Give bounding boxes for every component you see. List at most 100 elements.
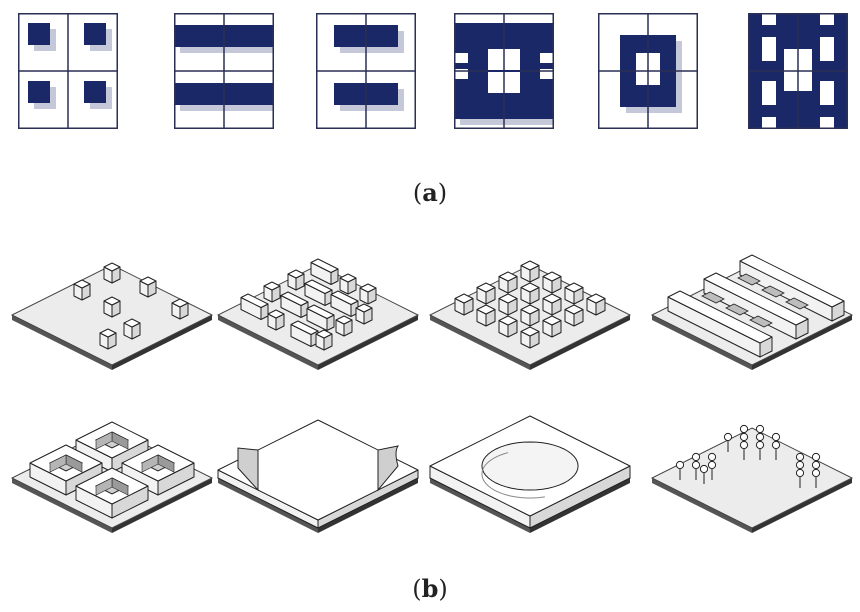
block-face-top [520, 260, 540, 271]
ground-plane [650, 427, 854, 529]
block-face-top [476, 304, 496, 315]
ground-edge-left [12, 315, 112, 370]
building-block [703, 272, 809, 340]
ground-edge-left [430, 478, 530, 533]
tree-crown [707, 452, 717, 462]
building-block [564, 282, 584, 305]
tree [675, 460, 685, 480]
plan-opening [762, 13, 776, 25]
ground-edge-right [112, 478, 212, 533]
plan-opening [454, 53, 468, 63]
tree-crown [771, 440, 781, 450]
block-face-top [564, 304, 584, 315]
block-face-top [703, 272, 809, 326]
building-block [542, 271, 562, 294]
slab-recess [725, 303, 749, 316]
model-circular-plaza [428, 415, 632, 533]
block-face-top [139, 276, 157, 286]
model-pavilions [10, 262, 214, 370]
block-face-top [542, 271, 562, 282]
ground-edge-left [652, 315, 752, 370]
block-face-top [310, 258, 339, 273]
plan-pattern-central-court [598, 13, 698, 129]
building-block [267, 309, 285, 331]
ground-edge-left [652, 478, 752, 533]
building-block [99, 328, 117, 350]
block-face-top [498, 293, 518, 304]
tree-crown [771, 432, 781, 442]
building-block [290, 320, 319, 347]
plan-opening [820, 117, 834, 129]
plan-opening [540, 53, 554, 63]
ground-edge-left [12, 478, 112, 533]
ground-edge-left [218, 315, 318, 370]
block-face-top [99, 328, 117, 338]
ground-edge-right [752, 478, 852, 533]
building-block [476, 282, 496, 305]
slab-recess [749, 315, 773, 328]
plan-opening [820, 13, 834, 25]
plan-opening [820, 37, 834, 61]
building-block [306, 304, 335, 331]
block-face-top [123, 318, 141, 328]
plan-pattern-two-bars [316, 13, 416, 129]
block-face-top [542, 315, 562, 326]
model-trees [650, 424, 854, 533]
model-terraces [216, 258, 420, 370]
plan-opening [454, 69, 468, 79]
plan-block [84, 81, 106, 103]
block-face-top [103, 262, 121, 272]
curved-cut [377, 445, 400, 492]
plan-block [28, 23, 50, 45]
block-face-top [520, 282, 540, 293]
building-block [586, 293, 606, 316]
model-curved-cut [216, 419, 420, 533]
building-block [103, 262, 121, 284]
caption-b: (b) [412, 574, 448, 603]
building-block [287, 269, 305, 291]
block-face-top [240, 293, 269, 308]
ground-edge-right [318, 478, 418, 533]
block-face-top [359, 283, 377, 293]
courtyard-wall [141, 454, 159, 473]
block-face-top [564, 282, 584, 293]
block-face-top [171, 298, 189, 308]
block-face-top [542, 293, 562, 304]
building-block [542, 293, 562, 316]
block-face-top [476, 282, 496, 293]
building-block [304, 279, 333, 306]
tree-crown [811, 460, 821, 470]
plan-pattern-perimeter-court [454, 13, 554, 129]
building-block [280, 291, 309, 318]
tree-crown [691, 460, 701, 470]
tree [755, 440, 765, 460]
tree-crown [723, 432, 733, 442]
plaza-rim [481, 452, 545, 499]
slab-recess [737, 273, 761, 286]
building-block [310, 258, 339, 285]
building-block [498, 315, 518, 338]
plan-block [84, 23, 106, 45]
tree-crown [755, 424, 765, 434]
block-face-top [520, 326, 540, 337]
building-block [498, 293, 518, 316]
block-face-top [339, 273, 357, 283]
building-block [171, 298, 189, 320]
courtyard-wall [95, 431, 113, 450]
block-face-top [667, 290, 773, 344]
ground-edge-right [112, 315, 212, 370]
tree-crown [699, 464, 709, 474]
building-block [359, 283, 377, 305]
tree-crown [795, 452, 805, 462]
building-block [520, 304, 540, 327]
building-block [315, 329, 333, 351]
building-block [240, 293, 269, 320]
block-face-top [330, 290, 359, 305]
building-block [355, 303, 373, 325]
building-block [476, 304, 496, 327]
plan-opening [540, 69, 554, 79]
ground-edge-left [430, 315, 530, 370]
block-face-top [290, 320, 319, 335]
block-face-top [267, 309, 285, 319]
